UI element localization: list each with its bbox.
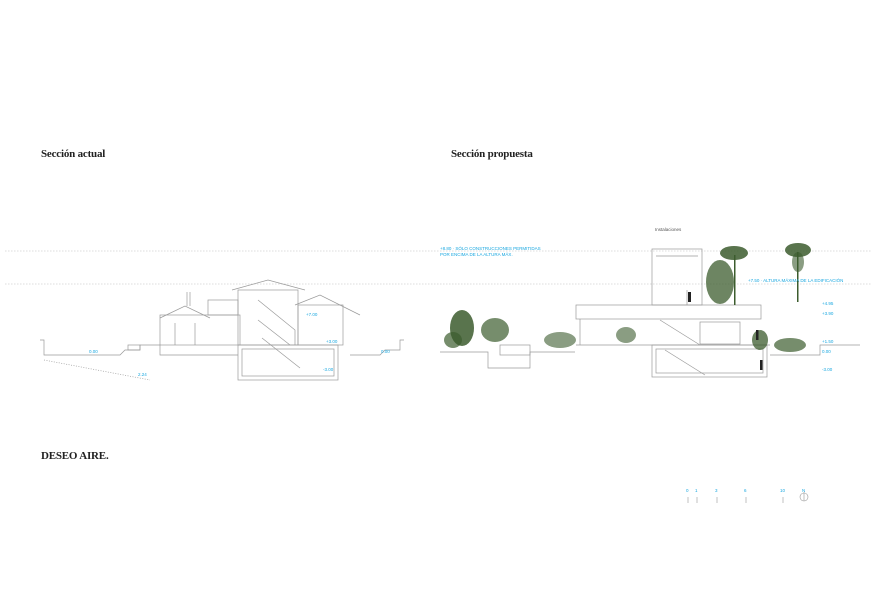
scale-tick-10: 10 xyxy=(780,488,786,493)
level-label-1: +4.95 xyxy=(822,301,834,306)
installations-label: Instalaciones xyxy=(655,227,682,232)
left-label-ground-right: 0.00 xyxy=(381,349,390,354)
scale-bar xyxy=(687,492,809,503)
left-label-roof: +7.00 xyxy=(306,312,318,317)
proposed-section xyxy=(440,248,860,378)
left-label-slope: 2.24 xyxy=(138,372,147,377)
left-label-ground-left: 0.00 xyxy=(89,349,98,354)
north-label: N xyxy=(802,488,806,493)
level-label-3: +1.50 xyxy=(822,339,834,344)
height-limit-note-2: POR ENCIMA DE LA ALTURA MÁX. xyxy=(440,252,513,257)
scale-tick-6: 6 xyxy=(744,488,747,493)
level-label-4: 0.00 xyxy=(822,349,831,354)
left-label-basement: -3.00 xyxy=(323,367,334,372)
left-label-floor: +3.00 xyxy=(326,339,338,344)
level-label-5: -3.00 xyxy=(822,367,833,372)
level-label-2: +3.90 xyxy=(822,311,834,316)
vegetation xyxy=(444,243,811,352)
proposed-section-title: Sección propuesta xyxy=(451,148,533,160)
height-limit-note-1: +8.80 · SÓLO CONSTRUCCIONES PERMITIDAS xyxy=(440,246,541,251)
scale-tick-0: 0 xyxy=(686,488,689,493)
scale-tick-3: 3 xyxy=(715,488,718,493)
current-section xyxy=(40,279,404,381)
motto-title: DESEO AIRE. xyxy=(41,450,109,462)
current-section-title: Sección actual xyxy=(41,148,106,160)
scale-tick-1: 1 xyxy=(695,488,698,493)
max-height-label: +7.50 · ALTURA MÁXIMA DE LA EDIFICACIÓN xyxy=(748,278,844,283)
people xyxy=(688,292,763,370)
